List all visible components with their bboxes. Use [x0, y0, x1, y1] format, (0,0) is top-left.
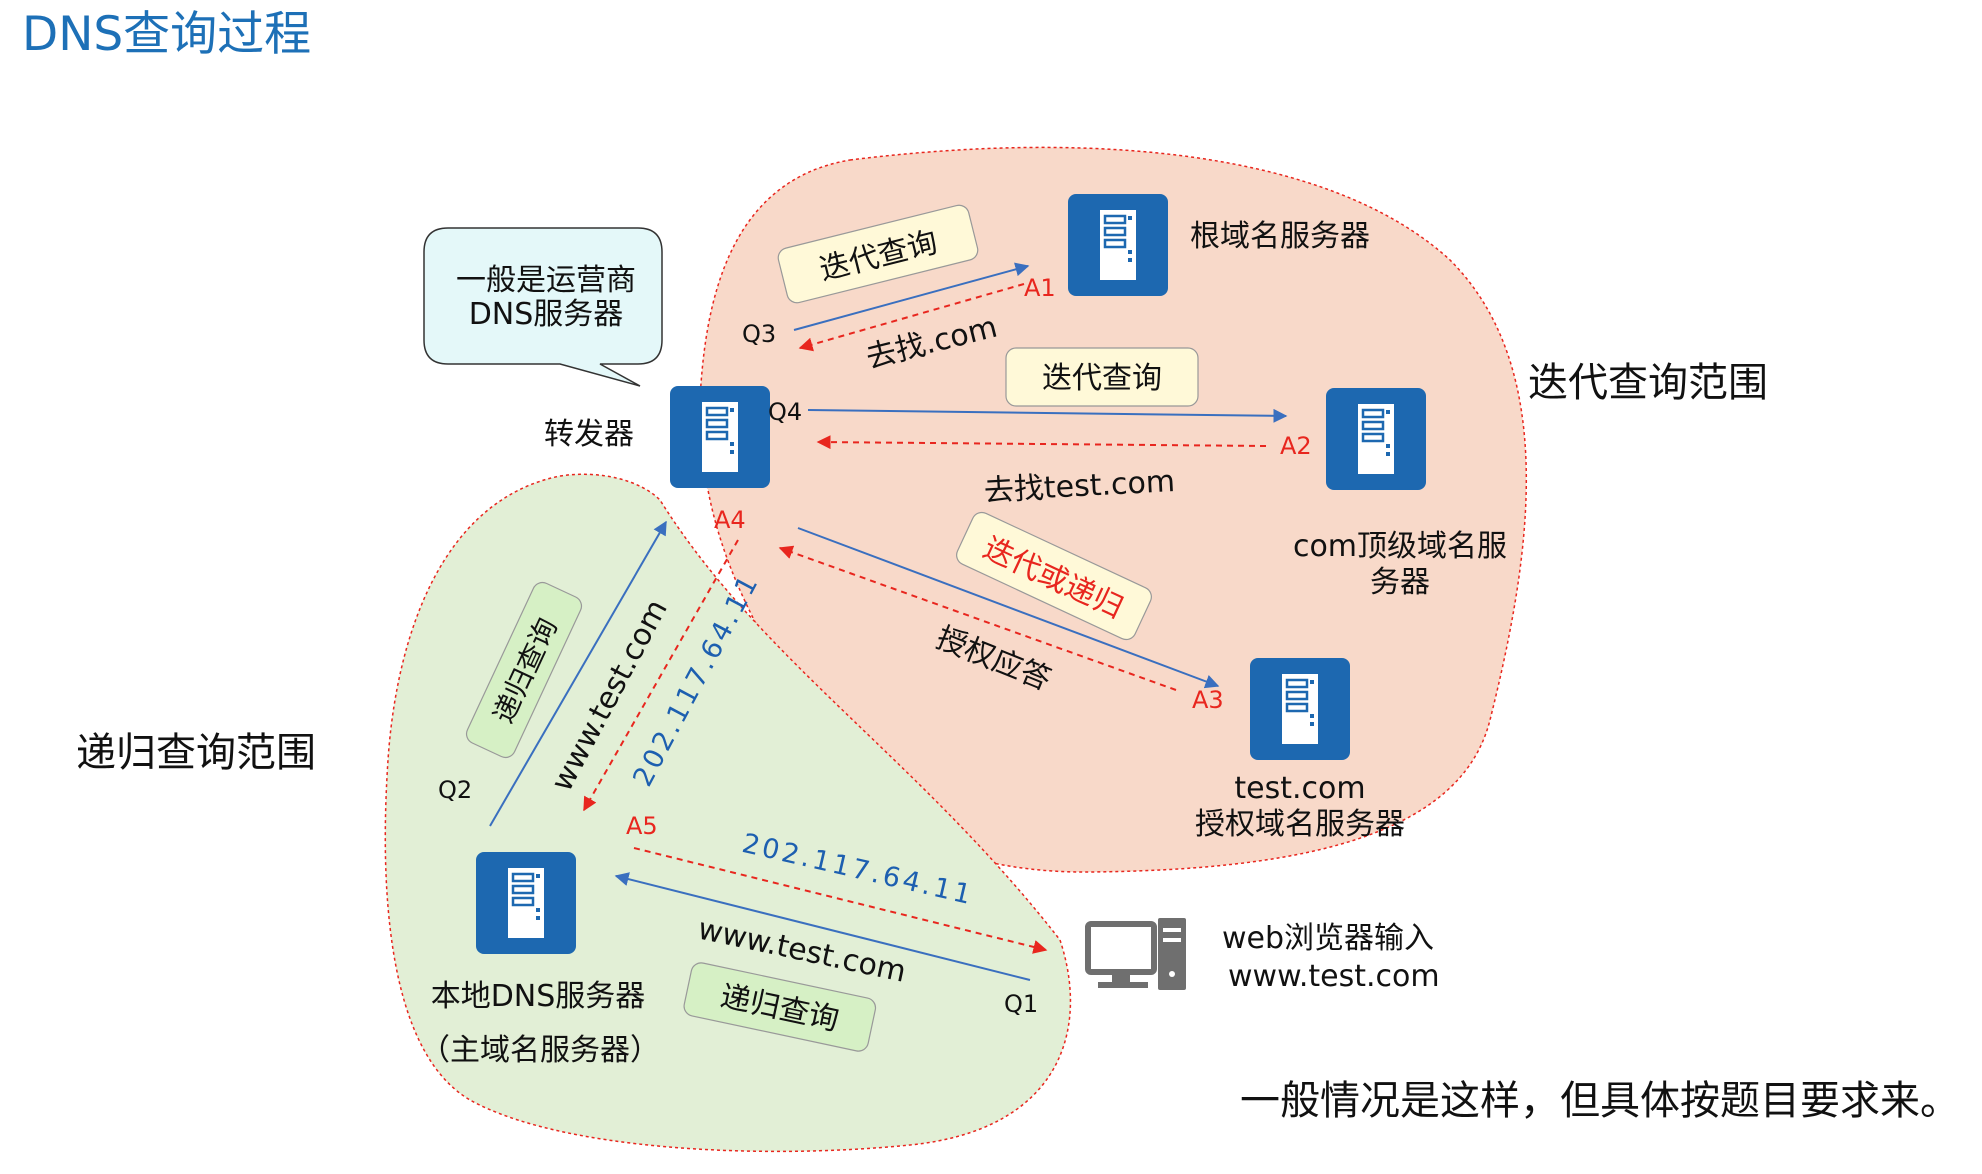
server-icon-com	[1324, 386, 1428, 492]
label-a3: A3	[1192, 686, 1224, 714]
label-a2: A2	[1280, 432, 1312, 460]
label-a4: A4	[714, 506, 746, 534]
label-q4: Q4	[768, 398, 802, 426]
forwarder-label: 转发器	[544, 417, 634, 452]
callout-line-2: DNS服务器	[469, 297, 624, 332]
computer-icon	[1085, 918, 1186, 990]
page-title: DNS查询过程	[22, 7, 311, 62]
tag-iterative-2: 迭代查询	[1005, 347, 1199, 407]
label-a5: A5	[626, 812, 658, 840]
tag-iterative-2-text: 迭代查询	[1042, 361, 1162, 396]
server-icon-root	[1066, 192, 1170, 298]
label-a1: A1	[1024, 274, 1056, 302]
server-icon-auth	[1248, 656, 1352, 762]
arrow-q3	[793, 262, 1030, 331]
arrow-q2	[489, 520, 667, 827]
client-label-1: web浏览器输入	[1222, 921, 1434, 956]
callout-bubble	[423, 227, 663, 387]
arrow-q-auth	[797, 527, 1220, 689]
arrow-a1	[798, 283, 1025, 352]
auth-server-label-2: 授权域名服务器	[1195, 807, 1405, 842]
root-server-label: 根域名服务器	[1190, 219, 1370, 254]
iterative-region-label: 迭代查询范围	[1528, 360, 1768, 406]
tag-recursive-2: 递归查询	[683, 962, 877, 1052]
arrow-q4	[807, 408, 1288, 423]
bottom-note: 一般情况是这样，但具体按题目要求来。	[1240, 1078, 1960, 1124]
arrow-q1	[614, 872, 1031, 981]
label-q3: Q3	[742, 320, 776, 348]
local-server-label-2: （主域名服务器）	[420, 1033, 660, 1068]
arrow-a4	[583, 539, 739, 812]
server-icon-forwarder	[668, 384, 772, 490]
com-server-label-2: 务器	[1370, 565, 1430, 600]
arrow-a5	[633, 847, 1048, 954]
recursive-region-label: 递归查询范围	[76, 730, 316, 776]
auth-server-label-1: test.com	[1234, 771, 1365, 806]
arrow-a2	[816, 435, 1267, 450]
local-server-label-1: 本地DNS服务器	[431, 979, 646, 1014]
callout-line-1: 一般是运营商	[456, 263, 636, 298]
label-q1: Q1	[1004, 990, 1038, 1018]
arrow-a3	[778, 545, 1177, 691]
label-q2: Q2	[438, 776, 472, 804]
com-server-label-1: com顶级域名服	[1293, 529, 1507, 564]
client-label-2: www.test.com	[1228, 959, 1440, 994]
server-icon-local	[474, 850, 578, 956]
